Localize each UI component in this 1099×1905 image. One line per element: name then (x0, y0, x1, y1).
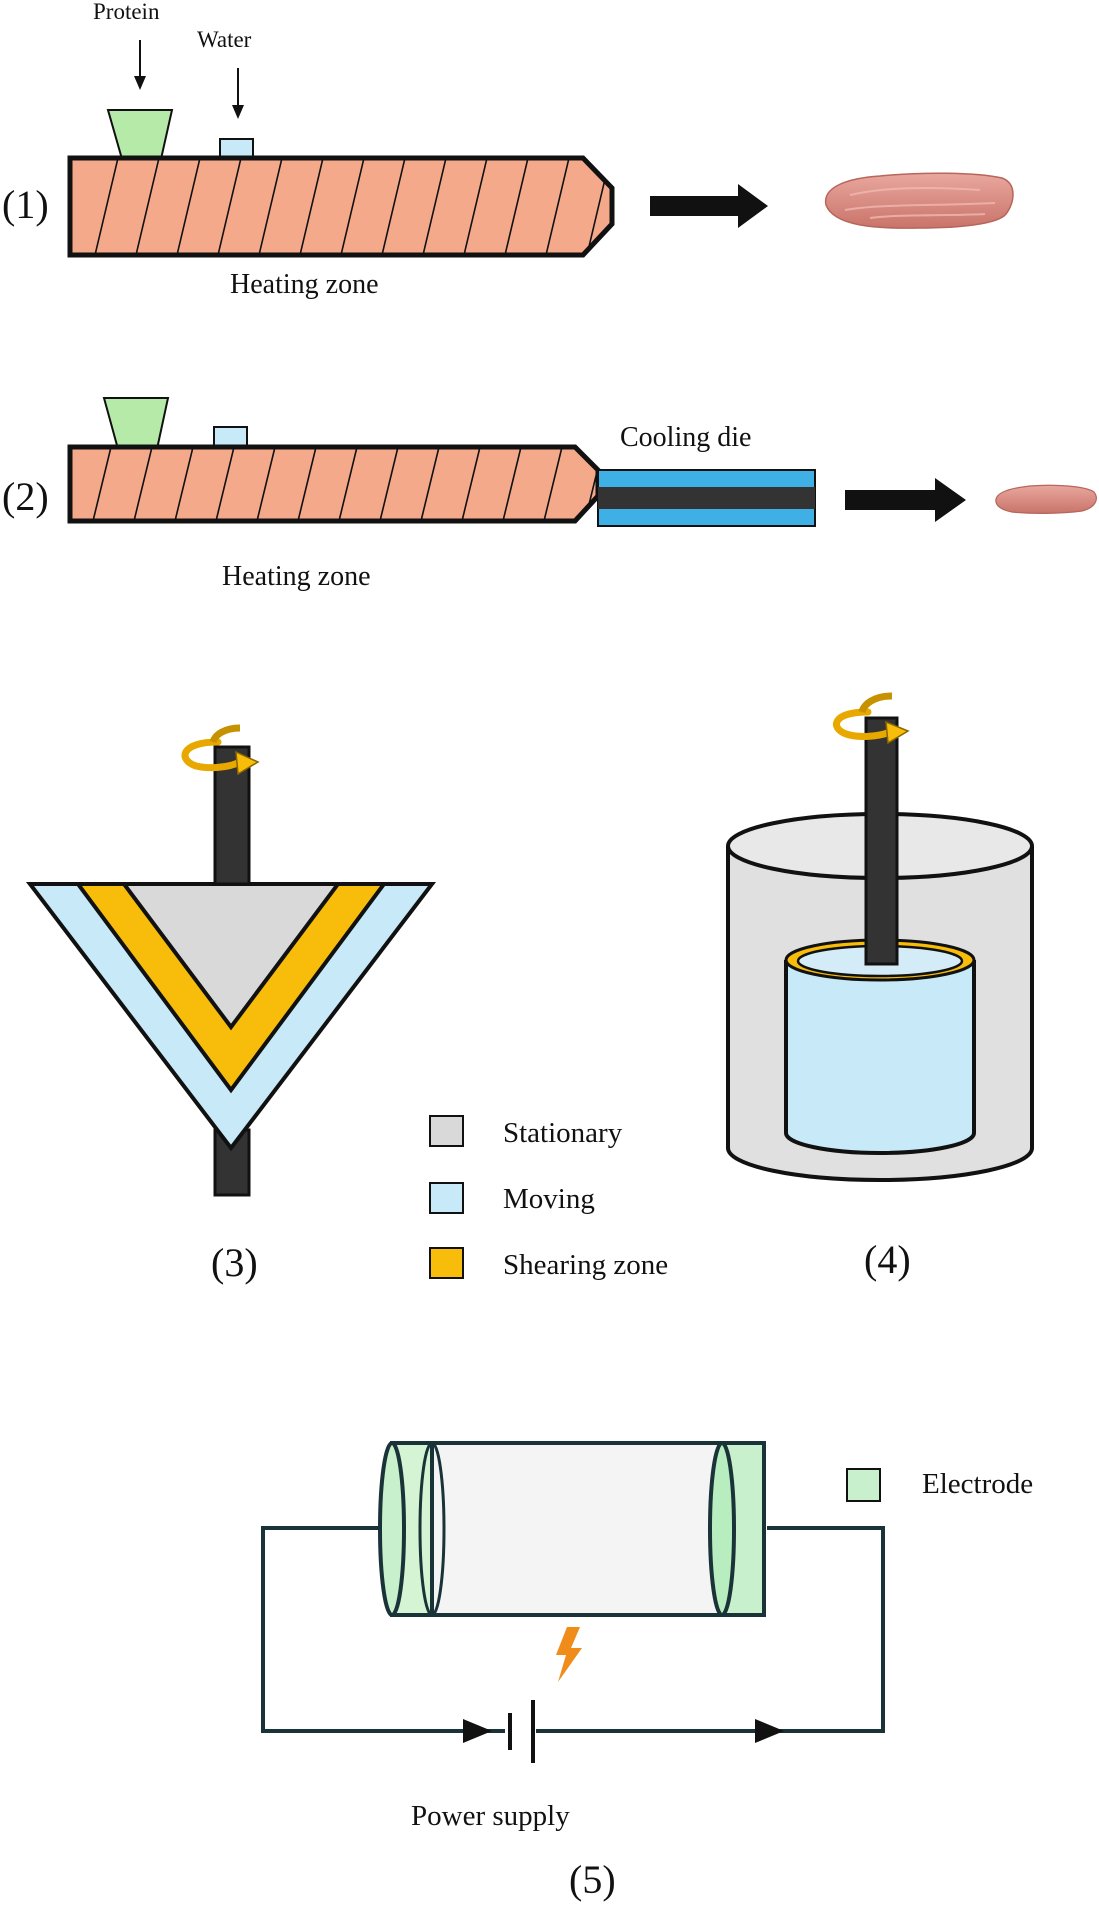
output-arrow-icon (650, 184, 768, 228)
water-label: Water (197, 27, 252, 52)
legend-swatch-moving (429, 1182, 464, 1214)
panel-1-number: (1) (2, 182, 49, 227)
screw-flights-1 (94, 158, 611, 255)
treatment-cell (378, 1441, 766, 1617)
cooling-die-label: Cooling die (620, 422, 751, 453)
lightning-icon (556, 1627, 582, 1682)
rotation-arrow-icon-2 (833, 692, 910, 745)
heating-zone-label-2: Heating zone (222, 561, 371, 592)
rotation-arrow-icon (181, 724, 260, 776)
panel-5-ohmic-cell: Electrode Power supply (5) (261, 1441, 1033, 1902)
current-arrow-right-icon (755, 1719, 784, 1743)
meat-product-large (825, 172, 1014, 229)
protein-label: Protein (93, 0, 160, 24)
meat-product-small (995, 484, 1097, 514)
inner-cylinder-moving (784, 938, 976, 1155)
legend-label-shearing-zone: Shearing zone (503, 1249, 668, 1281)
panel-4-number: (4) (864, 1237, 911, 1282)
extruder-barrel-1 (67, 155, 615, 258)
water-arrow-icon (232, 68, 244, 119)
panel-3-number: (3) (211, 1240, 258, 1285)
electrode-label: Electrode (922, 1468, 1033, 1500)
panel-2-number: (2) (2, 474, 49, 519)
legend-swatch-stationary (429, 1115, 464, 1147)
couette-shaft (864, 716, 899, 966)
cooling-die (597, 469, 816, 527)
panel-2-extruder: (2) Cooling die (2, 397, 1097, 592)
power-supply-label: Power supply (411, 1800, 570, 1832)
protein-hopper-2 (102, 397, 170, 450)
panel-1-extruder: (1) Protein Water (2, 0, 1014, 300)
screw-flights-2 (92, 447, 598, 521)
shear-legend: Stationary Moving Shearing zone (429, 1115, 668, 1281)
panel-4-couette-cell: (4) (726, 692, 1034, 1282)
protein-hopper (106, 109, 174, 160)
legend-label-stationary: Stationary (503, 1117, 623, 1149)
output-arrow-icon-2 (845, 478, 966, 522)
extruder-barrel-2 (67, 444, 601, 524)
protein-arrow-icon (134, 40, 146, 90)
legend-swatch-electrode (846, 1468, 881, 1502)
legend-label-moving: Moving (503, 1183, 595, 1215)
circuit-wire (261, 1526, 885, 1733)
heating-zone-label-1: Heating zone (230, 269, 379, 300)
panel-5-number: (5) (569, 1857, 616, 1902)
battery-icon (508, 1700, 535, 1763)
panel-3-cone-shear-cell: (3) (25, 724, 437, 1285)
current-arrow-left-icon (463, 1719, 492, 1743)
legend-swatch-shearing-zone (429, 1247, 464, 1279)
